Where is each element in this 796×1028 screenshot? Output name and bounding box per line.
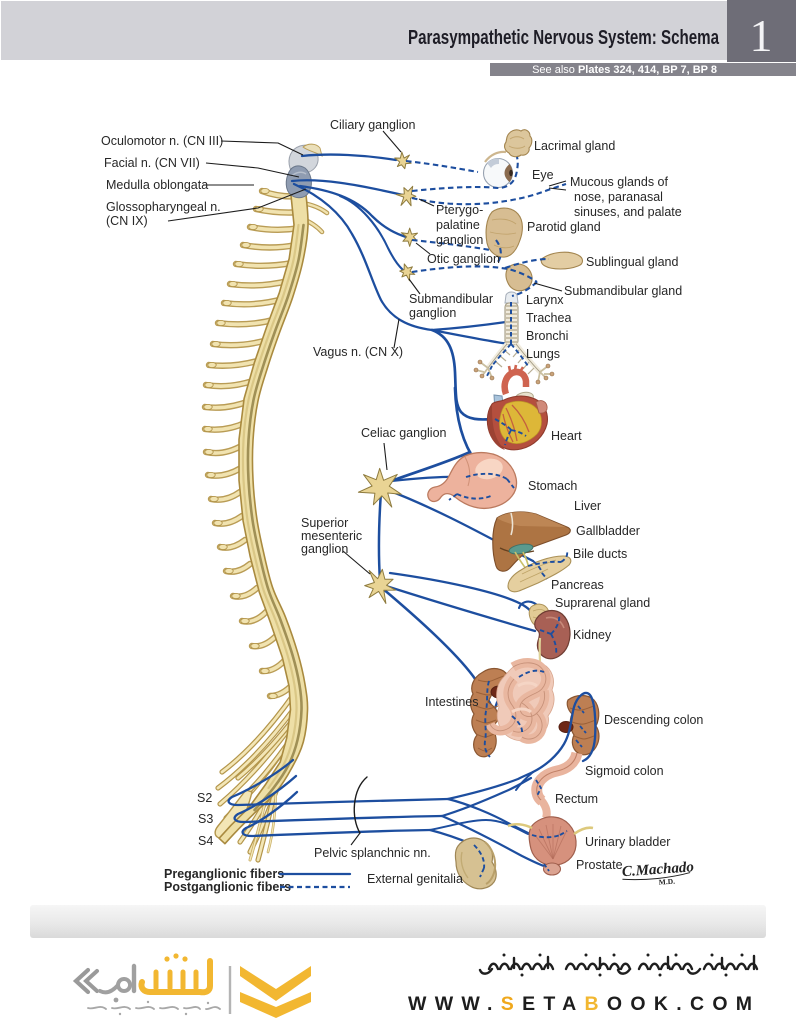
- svg-text:(CN IX): (CN IX): [106, 214, 148, 228]
- svg-text:Trachea: Trachea: [526, 311, 571, 325]
- svg-text:S2: S2: [197, 791, 212, 805]
- svg-text:Eye: Eye: [532, 168, 554, 182]
- svg-text:Bronchi: Bronchi: [526, 329, 568, 343]
- svg-text:Submandibular: Submandibular: [409, 292, 493, 306]
- svg-text:M.D.: M.D.: [658, 877, 675, 887]
- svg-text:nose, paranasal: nose, paranasal: [574, 190, 663, 204]
- svg-text:ganglion: ganglion: [436, 233, 483, 247]
- svg-text:mesenteric: mesenteric: [301, 529, 362, 543]
- svg-text:WWW.SETABOOK.COM: WWW.SETABOOK.COM: [408, 993, 760, 1015]
- svg-text:Pancreas: Pancreas: [551, 578, 604, 592]
- svg-text:Stomach: Stomach: [528, 479, 577, 493]
- svg-text:Gallbladder: Gallbladder: [576, 524, 640, 538]
- svg-text:Heart: Heart: [551, 429, 582, 443]
- svg-text:S4: S4: [198, 834, 213, 848]
- svg-text:Celiac ganglion: Celiac ganglion: [361, 426, 447, 440]
- svg-text:Rectum: Rectum: [555, 792, 598, 806]
- svg-text:Mucous glands of: Mucous glands of: [570, 175, 669, 189]
- svg-text:See also Plates 324, 414, BP 7: See also Plates 324, 414, BP 7, BP 8: [532, 64, 717, 76]
- svg-text:Medulla oblongata: Medulla oblongata: [106, 178, 208, 192]
- svg-text:Facial n. (CN VII): Facial n. (CN VII): [104, 156, 200, 170]
- svg-text:Sublingual gland: Sublingual gland: [586, 255, 678, 269]
- svg-text:1: 1: [750, 10, 773, 61]
- svg-text:Pelvic splanchnic nn.: Pelvic splanchnic nn.: [314, 846, 431, 860]
- svg-text:Oculomotor n. (CN III): Oculomotor n. (CN III): [101, 134, 223, 148]
- svg-text:ganglion: ganglion: [301, 542, 348, 556]
- svg-text:Superior: Superior: [301, 516, 348, 530]
- svg-text:Suprarenal gland: Suprarenal gland: [555, 596, 650, 610]
- svg-text:Prostate: Prostate: [576, 858, 623, 872]
- svg-text:Parotid gland: Parotid gland: [527, 220, 601, 234]
- svg-text:Lungs: Lungs: [526, 347, 560, 361]
- svg-text:ganglion: ganglion: [409, 306, 456, 320]
- svg-text:Descending colon: Descending colon: [604, 713, 703, 727]
- svg-text:Preganglionic fibers: Preganglionic fibers: [164, 867, 284, 881]
- svg-text:C.Machado: C.Machado: [621, 859, 694, 880]
- svg-text:Urinary bladder: Urinary bladder: [585, 835, 670, 849]
- svg-text:Larynx: Larynx: [526, 293, 564, 307]
- svg-text:palatine: palatine: [436, 218, 480, 232]
- svg-text:Bile ducts: Bile ducts: [573, 547, 627, 561]
- svg-text:Ciliary ganglion: Ciliary ganglion: [330, 118, 416, 132]
- svg-text:Sigmoid colon: Sigmoid colon: [585, 764, 664, 778]
- svg-text:Lacrimal gland: Lacrimal gland: [534, 139, 615, 153]
- svg-text:Parasympathetic Nervous System: Parasympathetic Nervous System: Schema: [408, 27, 720, 49]
- svg-text:S3: S3: [198, 812, 213, 826]
- svg-text:Liver: Liver: [574, 499, 601, 513]
- svg-text:Pterygo-: Pterygo-: [436, 203, 483, 217]
- svg-text:Postganglionic fibers: Postganglionic fibers: [164, 880, 291, 894]
- svg-text:Submandibular gland: Submandibular gland: [564, 284, 682, 298]
- svg-text:Otic ganglion: Otic ganglion: [427, 252, 500, 266]
- svg-text:sinuses, and palate: sinuses, and palate: [574, 205, 682, 219]
- svg-text:External genitalia: External genitalia: [367, 872, 463, 886]
- svg-text:Kidney: Kidney: [573, 628, 612, 642]
- svg-text:Vagus n. (CN X): Vagus n. (CN X): [313, 345, 403, 359]
- svg-text:Intestines: Intestines: [425, 695, 479, 709]
- svg-text:Glossopharyngeal n.: Glossopharyngeal n.: [106, 200, 221, 214]
